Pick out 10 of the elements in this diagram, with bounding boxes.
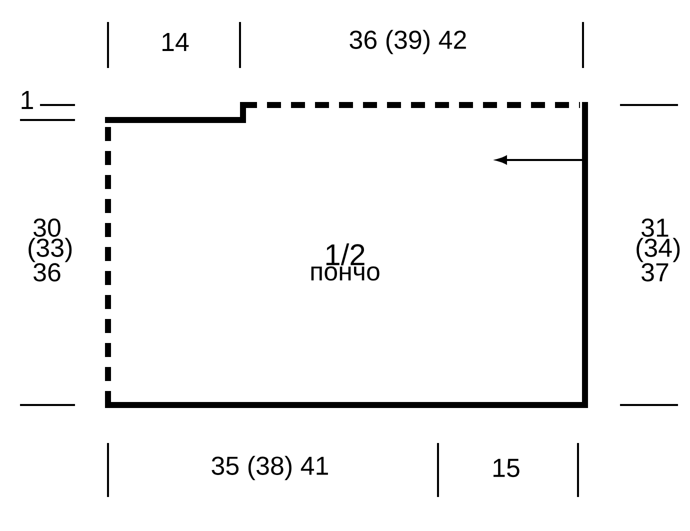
node-label: 1/2 bbox=[326, 243, 364, 266]
node-label: пончо bbox=[311, 266, 380, 281]
dimension-label: 30 (33) 36 bbox=[28, 218, 72, 282]
dimension-label: 35 (38) 41 bbox=[212, 456, 328, 480]
dimension-label: 15 bbox=[494, 458, 520, 478]
dimension-label: 14 bbox=[162, 33, 189, 51]
dimension-label: 1 bbox=[22, 91, 33, 109]
poncho-outline bbox=[105, 102, 588, 408]
dimension-label: 36 (39) 42 bbox=[350, 30, 466, 54]
dimension-label: 31 (34) 37 bbox=[636, 218, 680, 282]
